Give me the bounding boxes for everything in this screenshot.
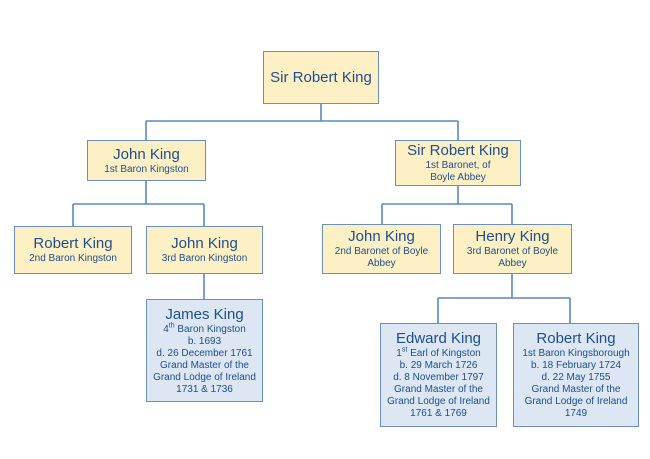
node-robert-king-2nd-baron: Robert King 2nd Baron Kingston (14, 226, 132, 274)
node-name: Edward King (395, 330, 482, 347)
node-detail-line: 1st Baron Kingsborough (522, 348, 630, 359)
node-john-king-2nd-baronet: John King 2nd Baronet of Boyle Abbey (322, 224, 441, 274)
node-detail-line: d. 22 May 1755 (541, 372, 611, 383)
node-detail-line: d. 26 December 1761 (156, 347, 253, 359)
node-subtitle: 3rd Baron Kingston (161, 253, 248, 264)
node-title-line: 1st Earl of Kingston (396, 346, 481, 360)
node-detail-line: Grand Lodge of Ireland (524, 396, 628, 407)
node-john-king-1st-baron: John King 1st Baron Kingston (87, 140, 206, 181)
node-detail-line: 1731 & 1736 (176, 383, 233, 395)
ordinal-suffix: th (168, 322, 175, 330)
node-detail-line: b. 18 February 1724 (530, 360, 622, 371)
node-detail-line: Grand Lodge of Ireland (153, 371, 256, 383)
node-detail-line: Grand Master of the (160, 359, 249, 371)
node-detail-line: d. 8 November 1797 (393, 372, 484, 383)
node-detail-line: b. 1693 (187, 335, 222, 347)
node-name: James King (165, 305, 244, 323)
node-name: John King (113, 145, 180, 163)
node-subtitle: 2nd Baron Kingston (29, 253, 117, 264)
node-subtitle: 1st Baron Kingston (104, 163, 189, 175)
node-subtitle: 2nd Baronet of Boyle Abbey (334, 246, 429, 269)
ordinal-number: 4 (163, 323, 169, 335)
node-name: Sir Robert King (407, 142, 509, 159)
node-name: Sir Robert King (270, 68, 372, 86)
node-henry-king-3rd-baronet: Henry King 3rd Baronet of Boyle Abbey (453, 224, 572, 274)
ordinal-suffix: st (401, 346, 408, 354)
title-text: Earl of Kingston (407, 348, 481, 359)
node-name: John King (348, 228, 415, 245)
node-detail-line: 1761 & 1769 (410, 408, 467, 419)
node-name: John King (171, 235, 238, 252)
node-title-line: 4th Baron Kingston (163, 322, 246, 336)
node-subtitle: 1st Baronet, of Boyle Abbey (425, 160, 491, 183)
title-text: Baron Kingston (174, 323, 246, 335)
node-detail-line: 1749 (564, 408, 588, 419)
node-sir-robert-king-1st-baronet: Sir Robert King 1st Baronet, of Boyle Ab… (395, 140, 521, 186)
ordinal-number: 1 (396, 348, 402, 359)
node-detail-line: Grand Master of the (394, 384, 483, 395)
node-subtitle: 3rd Baronet of Boyle Abbey (466, 246, 559, 269)
node-john-king-3rd-baron: John King 3rd Baron Kingston (146, 226, 263, 274)
node-edward-king: Edward King 1st Earl of Kingston b. 29 M… (380, 323, 497, 427)
node-detail-line: Grand Lodge of Ireland (387, 396, 490, 407)
node-robert-king-kingsborough: Robert King 1st Baron Kingsborough b. 18… (513, 323, 639, 427)
node-detail-line: Grand Master of the (531, 384, 621, 395)
node-name: Henry King (475, 228, 550, 245)
node-name: Robert King (33, 235, 113, 252)
node-detail-line: b. 29 March 1726 (399, 360, 478, 371)
node-sir-robert-king-root: Sir Robert King (263, 51, 379, 104)
node-james-king: James King 4th Baron Kingston b. 1693 d.… (146, 299, 263, 402)
node-name: Robert King (536, 330, 616, 347)
